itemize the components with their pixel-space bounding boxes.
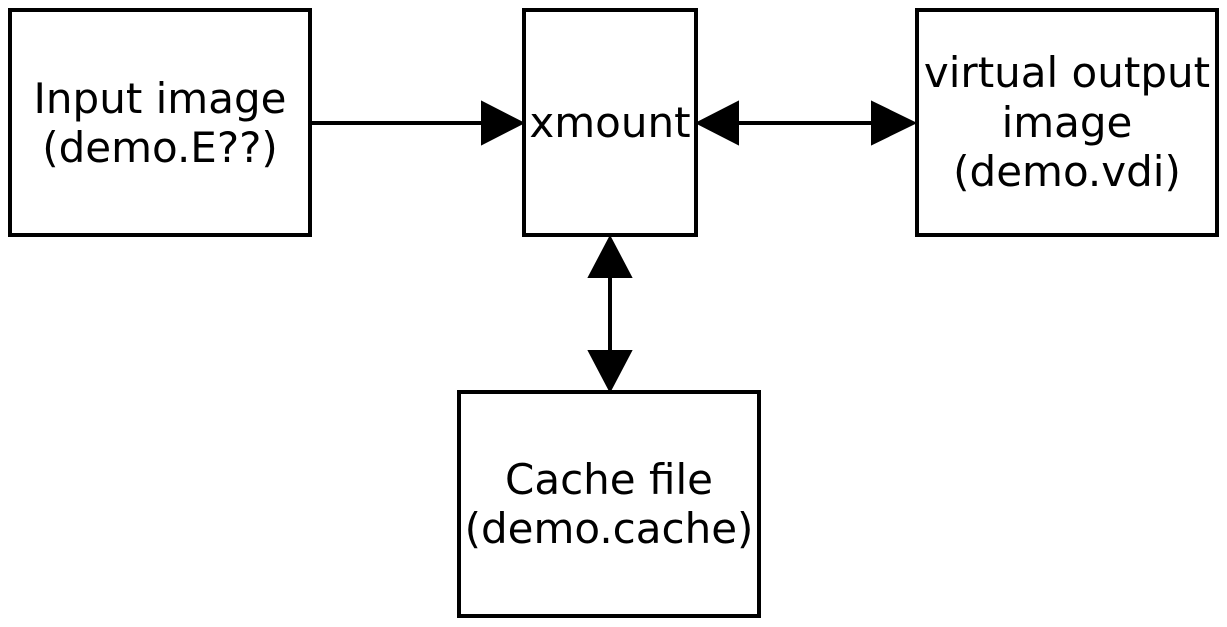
virtual-output-label-line-2: image	[1002, 98, 1133, 147]
arrowhead-down-icon	[587, 350, 633, 394]
virtual-output-label-line-3: (demo.vdi)	[953, 147, 1181, 196]
xmount-label: xmount	[529, 98, 690, 147]
cache-file-label-line-2: (demo.cache)	[465, 504, 754, 553]
arrowhead-up-icon	[587, 234, 633, 278]
xmount-box	[522, 8, 698, 237]
virtual-output-node: virtual output image (demo.vdi)	[915, 8, 1219, 237]
arrow-xmount-cache	[587, 234, 633, 394]
arrowhead-right-icon	[871, 100, 918, 146]
cache-file-label-line-1: Cache file	[505, 455, 713, 504]
input-image-label-line-1: Input image	[34, 74, 287, 123]
input-image-box	[8, 8, 312, 237]
cache-file-box	[457, 390, 761, 618]
input-image-label-line-2: (demo.E??)	[42, 123, 278, 172]
xmount-node: xmount	[522, 8, 698, 237]
cache-file-node: Cache file (demo.cache)	[457, 390, 761, 618]
arrowhead-right-icon	[481, 100, 526, 146]
virtual-output-label-line-1: virtual output	[924, 48, 1210, 97]
virtual-output-box	[915, 8, 1219, 237]
arrowhead-left-icon	[694, 100, 739, 146]
arrow-xmount-output	[694, 100, 918, 146]
input-image-node: Input image (demo.E??)	[8, 8, 312, 237]
arrow-input-to-xmount	[310, 100, 526, 146]
